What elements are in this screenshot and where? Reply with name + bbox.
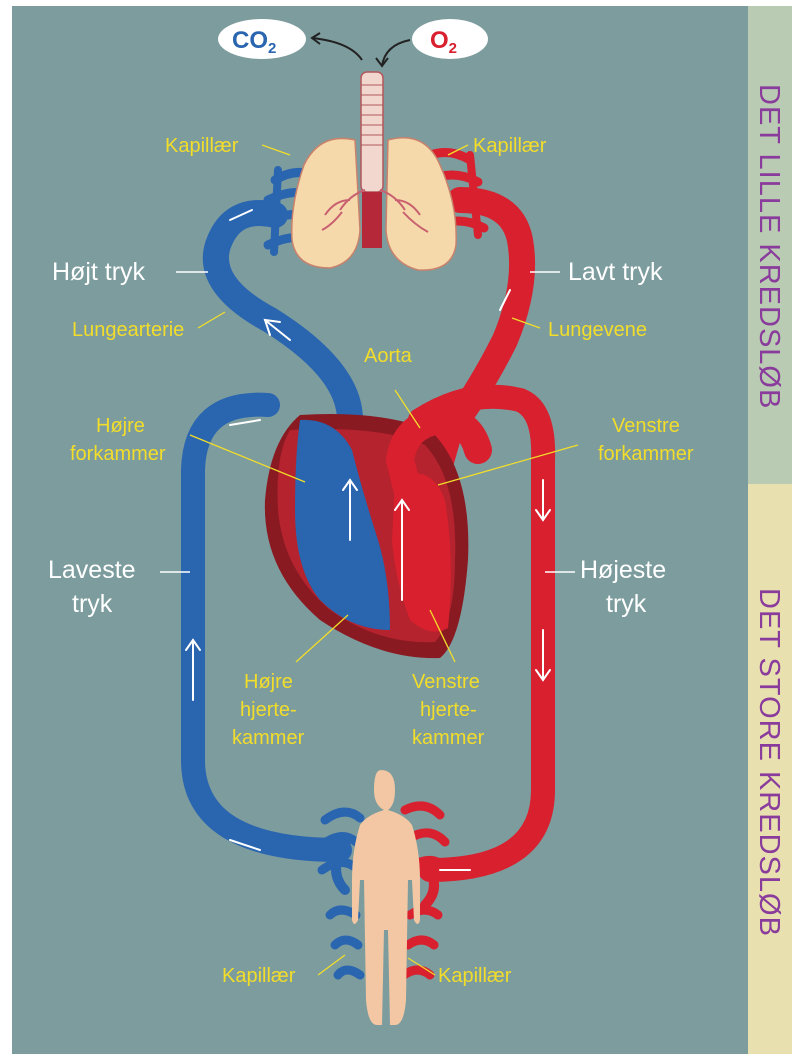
co2-badge: CO2 [218, 19, 306, 59]
label-laveste-tryk-2: tryk [72, 590, 113, 618]
trachea [361, 72, 383, 192]
label-hojeste-tryk-2: tryk [606, 590, 647, 618]
label-hojre-hjertekammer-3: kammer [232, 727, 305, 749]
label-hojre-hjertekammer-2: hjerte- [240, 699, 297, 721]
o2-badge: O2 [412, 19, 488, 59]
label-lungevene: Lungevene [548, 319, 647, 341]
label-hojre-forkammer-2: forkammer [70, 443, 166, 465]
label-kapillaer-body-right: Kapillær [438, 965, 512, 987]
label-kapillaer-body-left: Kapillær [222, 965, 296, 987]
label-hojre-hjertekammer-1: Højre [244, 671, 293, 693]
label-lungearterie: Lungearterie [72, 319, 184, 341]
label-hojt-tryk: Højt tryk [52, 258, 146, 286]
label-venstre-forkammer-2: forkammer [598, 443, 694, 465]
label-lavt-tryk: Lavt tryk [568, 258, 663, 286]
label-kapillaer-lung-left: Kapillær [165, 135, 239, 157]
label-laveste-tryk-1: Laveste [48, 556, 136, 584]
label-venstre-hjertekammer-1: Venstre [412, 671, 480, 693]
label-hojeste-tryk-1: Højeste [580, 556, 666, 584]
large-circulation-label: DET STORE KREDSLØB [753, 588, 785, 937]
label-aorta: Aorta [364, 345, 413, 367]
label-kapillaer-lung-right: Kapillær [473, 135, 547, 157]
label-hojre-forkammer-1: Højre [96, 415, 145, 437]
label-venstre-forkammer-1: Venstre [612, 415, 680, 437]
label-venstre-hjertekammer-3: kammer [412, 727, 485, 749]
small-circulation-label: DET LILLE KREDSLØB [753, 84, 785, 409]
label-venstre-hjertekammer-2: hjerte- [420, 699, 477, 721]
